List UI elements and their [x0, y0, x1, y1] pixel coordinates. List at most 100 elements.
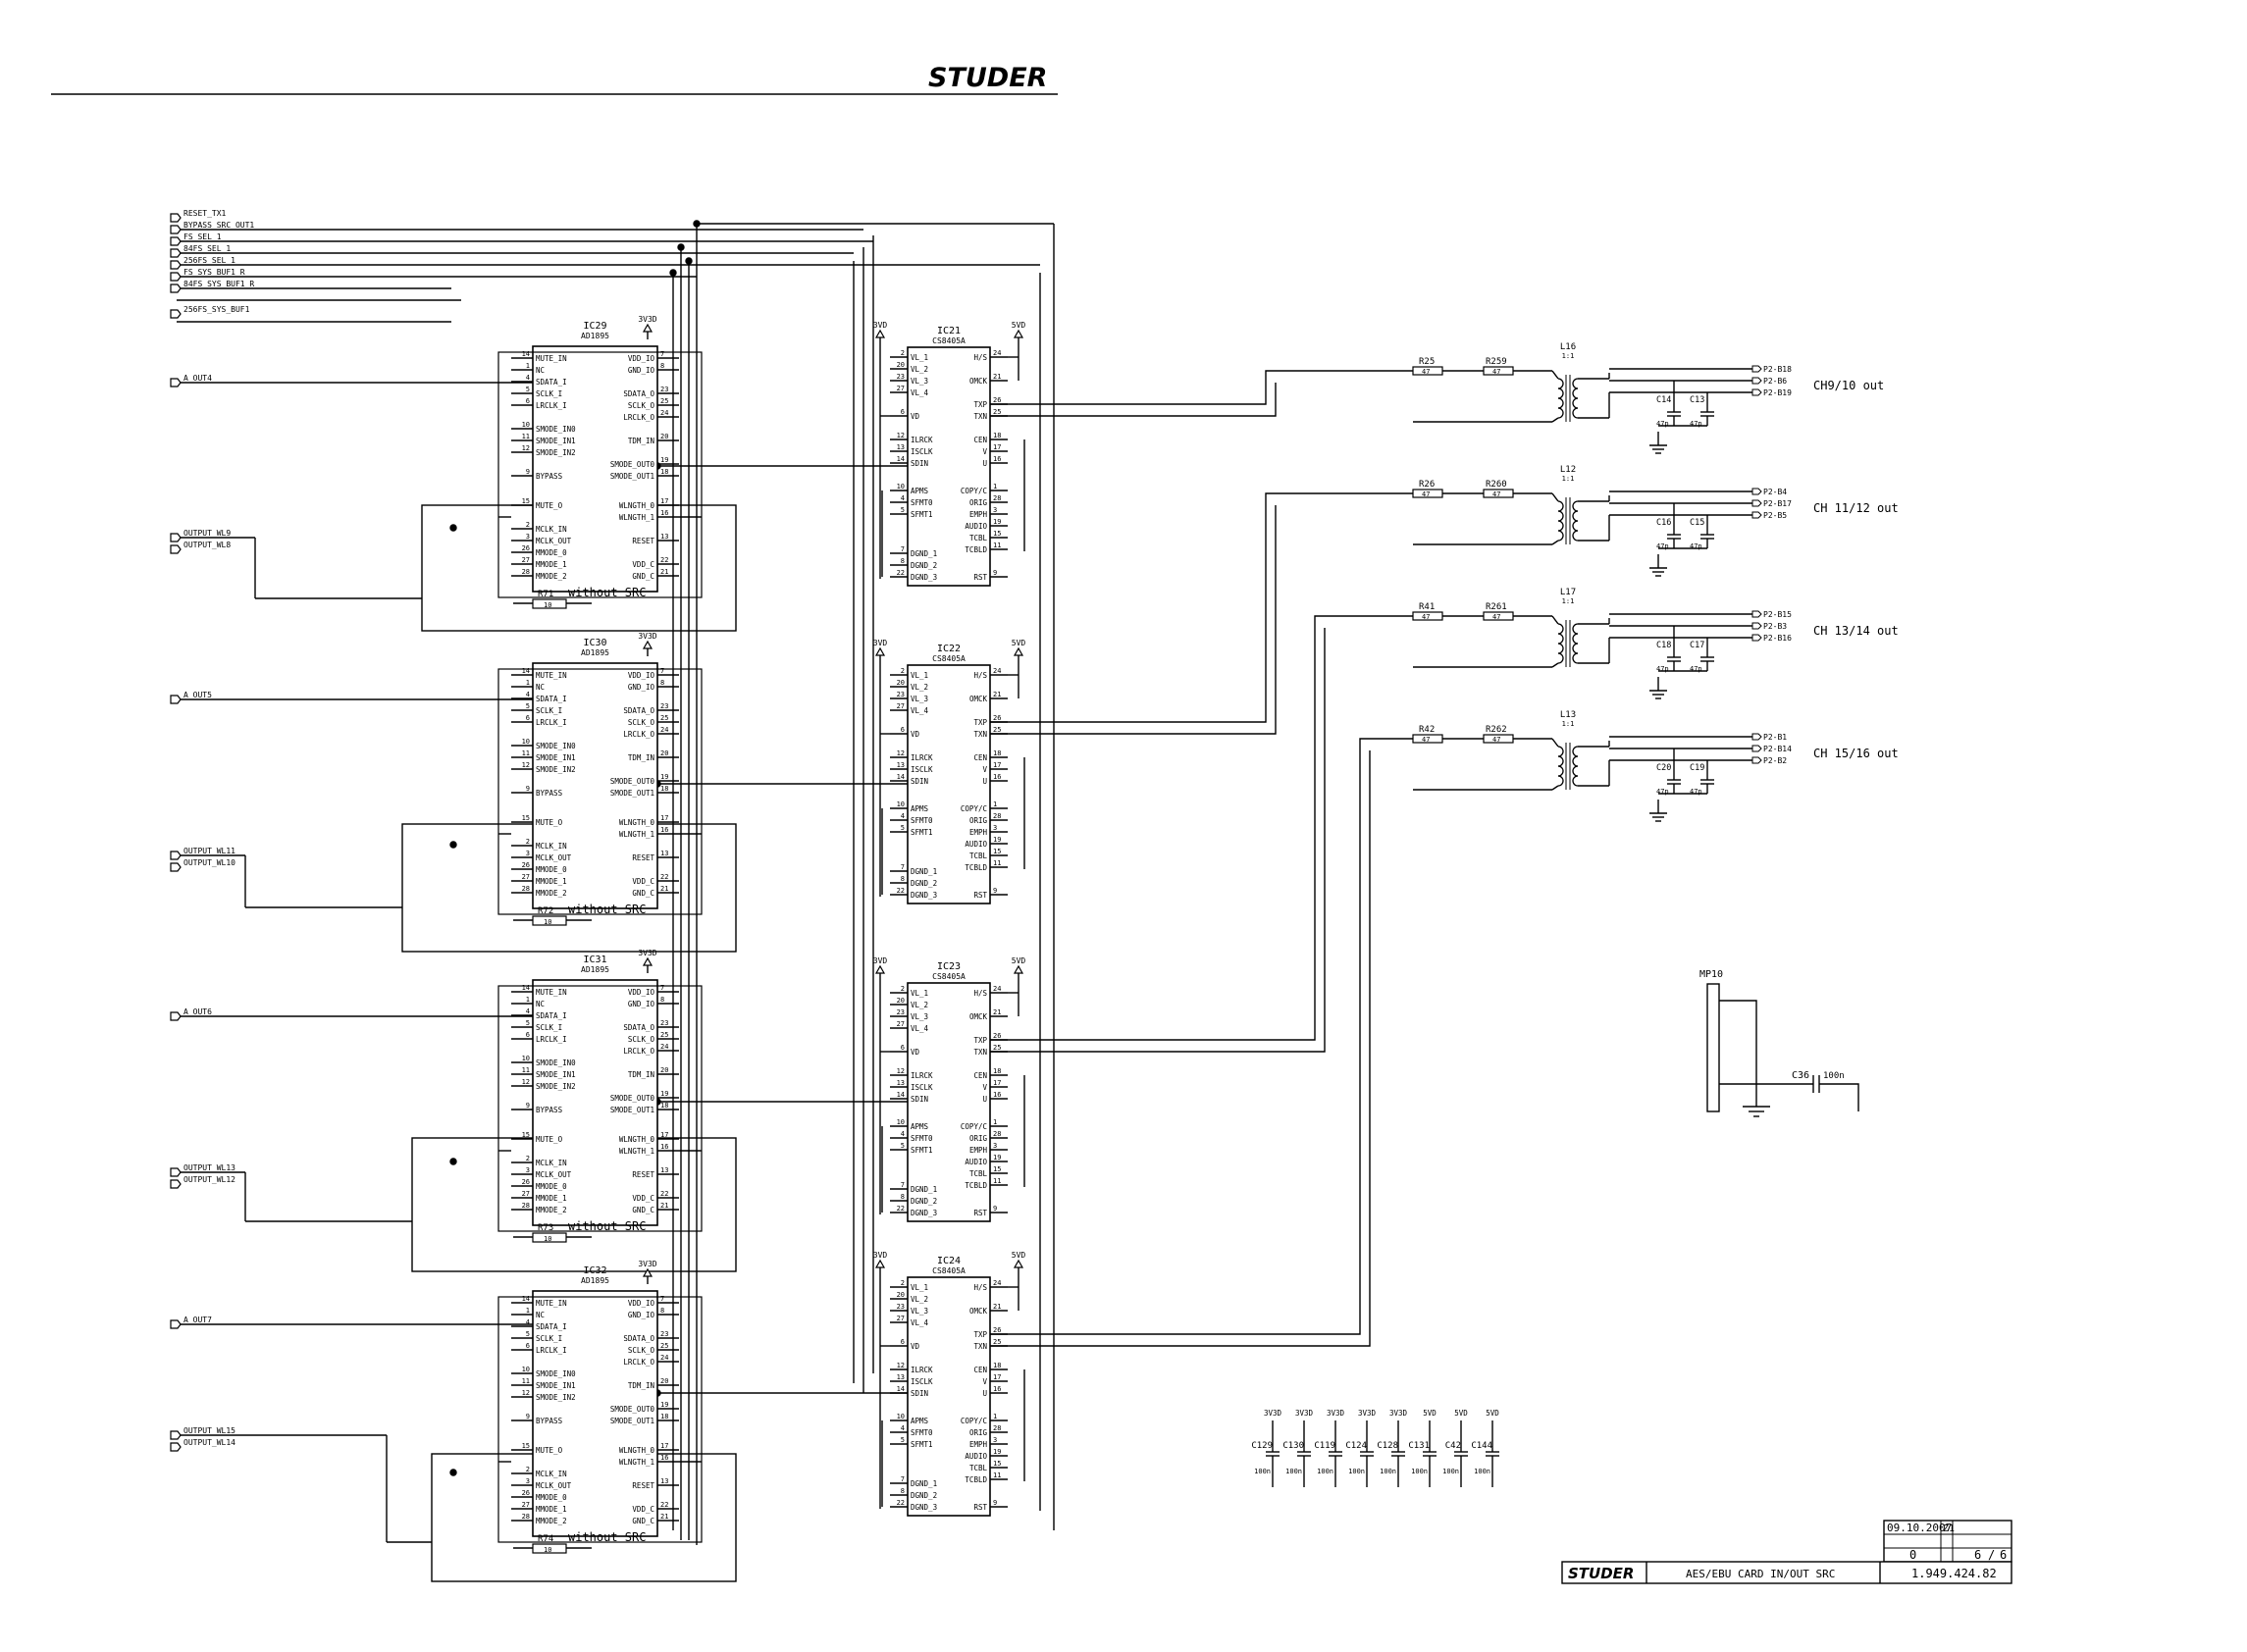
right-pin-number: 7 [660, 667, 664, 675]
chip-ref: IC32 [583, 1265, 606, 1276]
chip-loop [497, 985, 703, 1232]
out-pin-port [1751, 377, 1762, 385]
left-pin-name: ISCLK [911, 1083, 933, 1092]
right-pin-name: VDD_IO [628, 1299, 655, 1308]
left-pin-name: DGND_2 [911, 879, 937, 888]
resistor-a-value: 47 [1422, 613, 1430, 621]
left-pin-name: APMS [911, 1122, 929, 1131]
v5-supply-label: 5VD [1012, 321, 1026, 330]
left-pin-name: LRCLK_I [536, 1035, 567, 1044]
output-stage-3: R4247R26247L131:1P2-B1P2-B14P2-B2C2047pC… [1412, 710, 1899, 822]
chip-part: AD1895 [581, 332, 609, 340]
right-pin-number: 17 [660, 497, 668, 505]
xfmr-ref: L12 [1560, 465, 1576, 475]
left-pin-name: MUTE_IN [536, 988, 567, 997]
right-pin-name: SMODE_OUT1 [610, 1106, 654, 1114]
left-pin-number: 4 [901, 1424, 905, 1432]
right-pin-name: SDATA_O [623, 1023, 654, 1032]
left-pin-number: 14 [522, 1295, 530, 1303]
vd-supply-symbol [874, 1259, 886, 1268]
cap-value: 100n [1317, 1468, 1333, 1475]
input-label-4: 256FS_SEL_1 [183, 256, 235, 265]
right-pin-name: V [982, 447, 987, 456]
cap-ref: C124 [1345, 1441, 1367, 1451]
right-pin-number: 19 [993, 836, 1001, 844]
output-stages: R2547R25947L161:1P2-B18P2-B6P2-B19C1447p… [1412, 342, 1899, 822]
xfmr-primary-turn [1557, 746, 1564, 757]
cap-rail: 3V3D [1389, 1409, 1408, 1418]
right-pin-number: 1 [993, 1413, 997, 1420]
right-pin-name: AUDIO [965, 840, 987, 849]
right-pin-name: COPY/C [961, 804, 987, 813]
right-pin-number: 19 [660, 1090, 668, 1098]
mount-cap-ref: C36 [1792, 1070, 1809, 1081]
right-pin-name: SMODE_OUT1 [610, 472, 654, 481]
right-pin-name: WLNGTH_1 [619, 513, 654, 522]
right-pin-number: 24 [993, 985, 1001, 993]
left-pin-number: 1 [526, 1307, 530, 1315]
left-pin-number: 6 [526, 1031, 530, 1039]
cap-rail: 3V3D [1295, 1409, 1314, 1418]
right-pin-number: 24 [993, 349, 1001, 357]
channel-label: CH 15/16 out [1813, 747, 1899, 760]
xfmr-ref: L16 [1560, 342, 1576, 352]
bus-wiring [177, 220, 1413, 1582]
left-pin-name: SMODE_IN2 [536, 1082, 576, 1091]
mount-point: MP10 C36 100n [1699, 969, 1859, 1117]
left-pin-number: 20 [897, 361, 905, 369]
right-pin-number: 19 [660, 456, 668, 464]
xfmr-secondary-turn [1572, 755, 1579, 767]
left-pin-number: 2 [526, 521, 530, 529]
right-pin-name: TDM_IN [628, 437, 654, 445]
right-pin-number: 18 [660, 1102, 668, 1110]
out-pin-label: P2-B1 [1763, 733, 1787, 742]
right-pin-number: 13 [660, 1477, 668, 1485]
resistor-value: 10 [544, 601, 551, 609]
title-block: 09.10.2007 Z1 0 6 / 6 STUDER AES/EBU CAR… [1561, 1520, 2012, 1584]
xfmr-primary-turn [1557, 755, 1564, 767]
channel-label: CH 11/12 out [1813, 501, 1899, 515]
cap-rail: 5VD [1454, 1409, 1468, 1418]
out-pin-label: P2-B15 [1763, 610, 1792, 619]
resistor-value: 10 [544, 1235, 551, 1243]
left-pin-name: MMODE_2 [536, 889, 567, 898]
chip-note: without SRC [568, 1219, 646, 1233]
left-pin-name: NC [536, 366, 545, 375]
right-pin-name: VDD_C [632, 560, 654, 569]
mount-cap-value: 100n [1823, 1071, 1845, 1081]
left-pin-number: 2 [901, 1279, 905, 1287]
left-pin-name: DGND_3 [911, 1209, 937, 1217]
right-pin-number: 15 [993, 530, 1001, 538]
left-pin-name: VL_2 [911, 1001, 928, 1009]
out-pin-port [1751, 610, 1762, 618]
left-pin-name: SMODE_IN0 [536, 1058, 576, 1067]
vd-supply-symbol [874, 646, 886, 656]
right-pin-number: 21 [993, 373, 1001, 381]
left-pin-name: MUTE_O [536, 818, 563, 827]
right-pin-number: 18 [993, 749, 1001, 757]
cap-value: 47p [1656, 542, 1669, 550]
left-pin-name: SFMT1 [911, 1440, 933, 1449]
left-pin-name: NC [536, 683, 545, 692]
xfmr-ratio: 1:1 [1562, 475, 1575, 483]
right-pin-number: 8 [660, 996, 664, 1004]
input-port-2 [170, 236, 182, 246]
left-pin-number: 10 [522, 1366, 530, 1373]
right-pin-name: V [982, 1083, 987, 1092]
right-pin-name: TXN [973, 730, 987, 739]
xfmr-primary-turn [1557, 387, 1564, 399]
right-pin-name: GND_IO [628, 1000, 655, 1008]
input-label-7: 256FS_SYS_BUF1 [183, 305, 250, 314]
xfmr-secondary-turn [1572, 775, 1579, 787]
left-pin-name: VL_1 [911, 353, 928, 362]
right-pin-number: 24 [993, 1279, 1001, 1287]
left-pin-name: DGND_1 [911, 867, 937, 876]
left-pin-number: 10 [522, 421, 530, 429]
input-port-13 [170, 862, 182, 872]
left-pin-number: 23 [897, 691, 905, 698]
left-pin-number: 14 [897, 1385, 905, 1393]
left-pin-number: 26 [522, 861, 530, 869]
